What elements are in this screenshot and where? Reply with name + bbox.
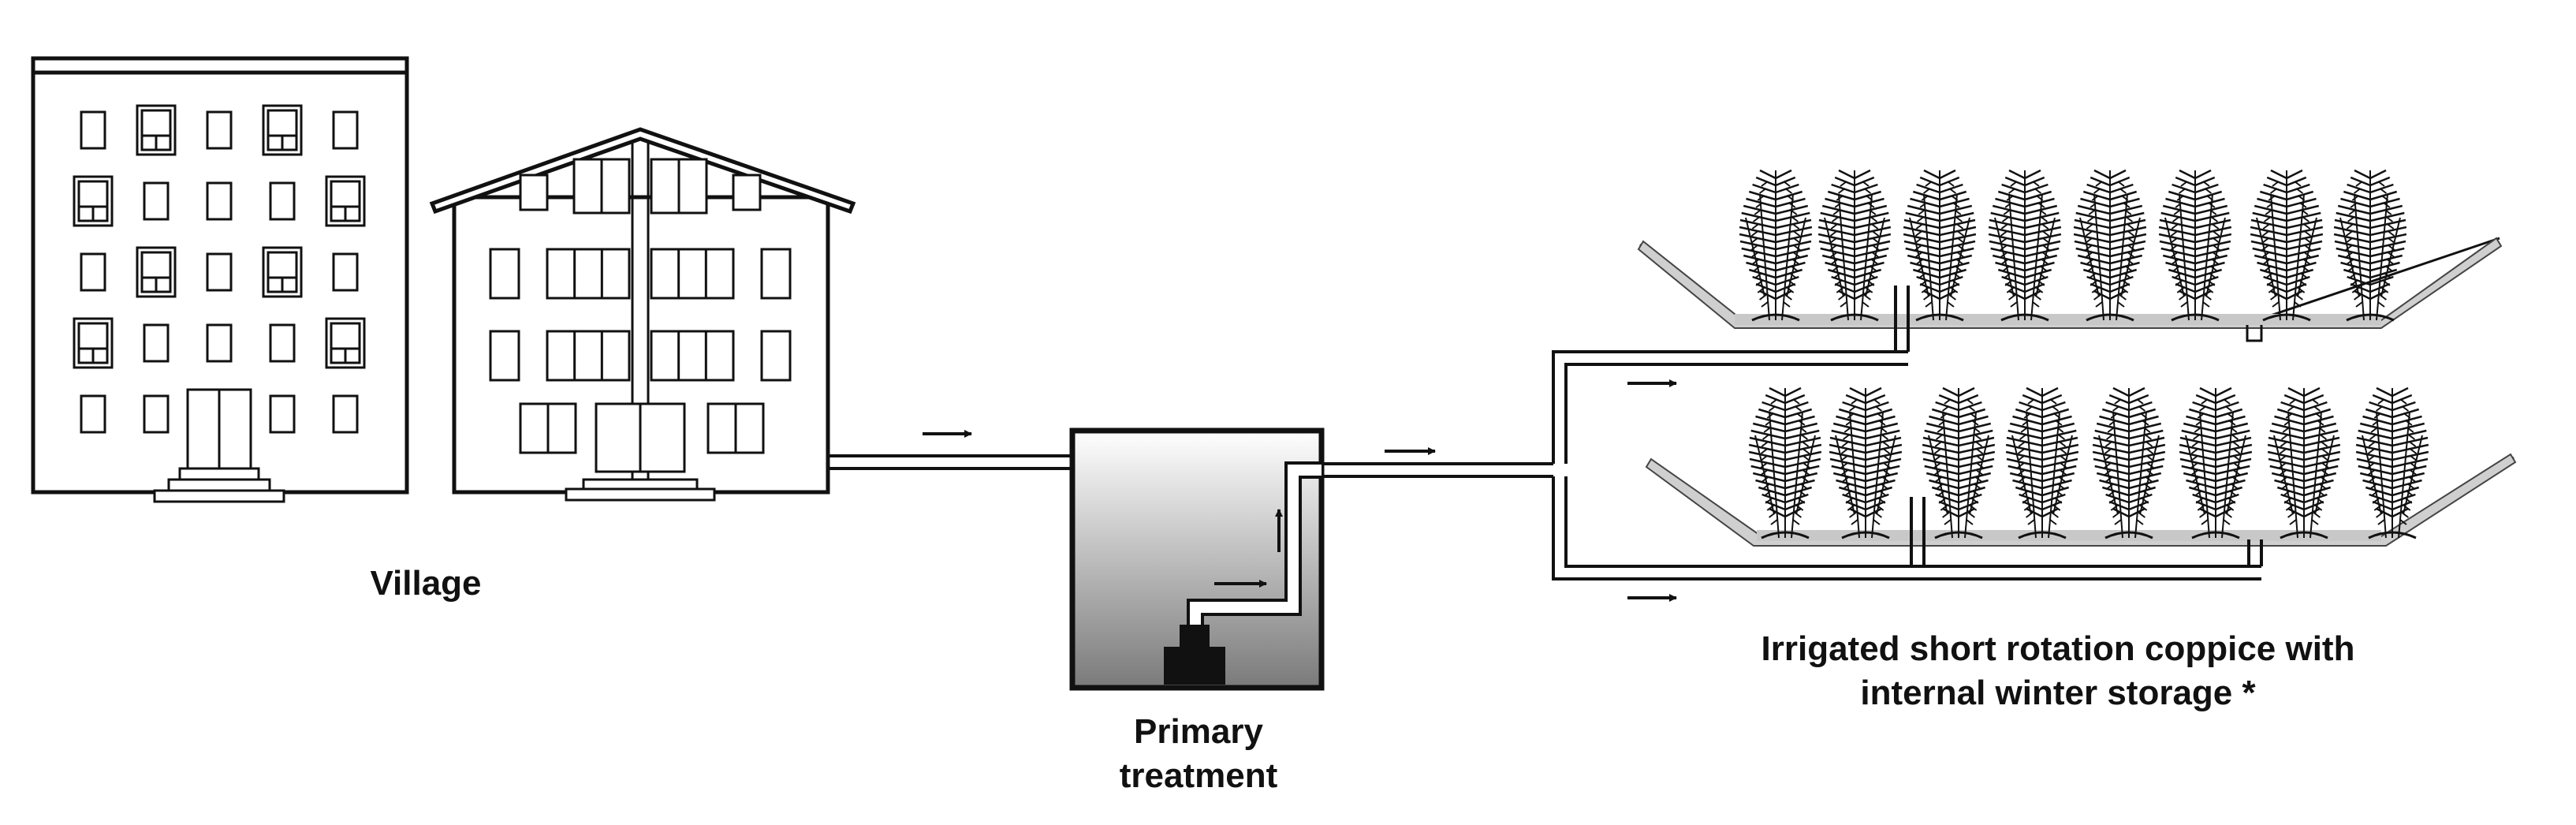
willow-tree-icon: [2005, 386, 2079, 539]
window: [760, 248, 792, 300]
window: [269, 181, 296, 221]
village-label-text: Village: [370, 564, 482, 603]
window: [143, 394, 170, 434]
distribution-pipes: [1552, 350, 2261, 580]
window: [80, 394, 106, 434]
lower-coppice-bed: [1645, 386, 2517, 566]
window: [650, 248, 735, 300]
willow-tree-icon: [1988, 169, 2062, 322]
window: [650, 330, 735, 382]
window: [262, 104, 303, 156]
window: [650, 158, 708, 215]
willow-tree-icon: [2179, 386, 2253, 539]
window: [136, 246, 177, 298]
willow-tree-icon: [1903, 169, 1977, 322]
window: [206, 110, 233, 150]
window: [489, 248, 520, 300]
window: [519, 174, 549, 211]
willow-tree-icon: [1922, 386, 1996, 539]
coppice-label-line1: Irrigated short rotation coppice with: [1761, 629, 2355, 668]
willow-tree-icon: [2092, 386, 2166, 539]
window: [269, 323, 296, 363]
willow-tree-icon: [1829, 386, 1903, 539]
inflow-pipe: [828, 454, 1072, 470]
window: [325, 317, 366, 369]
window: [706, 402, 765, 454]
window: [332, 110, 359, 150]
window: [332, 252, 359, 292]
window: [269, 394, 296, 434]
window: [546, 248, 631, 300]
coppice-label: Irrigated short rotation coppice with in…: [1640, 627, 2476, 715]
window: [572, 158, 631, 215]
primary-treatment-label: Primary treatment: [1057, 710, 1340, 798]
window: [519, 402, 577, 454]
willow-tree-icon: [1739, 169, 1813, 322]
willow-tree-icon: [1748, 386, 1822, 539]
window: [732, 174, 762, 211]
willow-tree-icon: [2267, 386, 2341, 539]
coppice-label-line2: internal winter storage *: [1860, 674, 2256, 712]
upper-coppice-bed: [1637, 169, 2503, 352]
window: [80, 110, 106, 150]
window: [760, 330, 792, 382]
willow-tree-icon: [2250, 169, 2324, 322]
willow-tree-icon: [2333, 169, 2407, 322]
apartment-building: [31, 56, 409, 503]
window: [206, 323, 233, 363]
primary-treatment-tank: [1069, 427, 1325, 691]
gabled-house: [429, 127, 856, 502]
primary-treatment-label-line1: Primary: [1134, 712, 1263, 751]
window: [206, 181, 233, 221]
window: [143, 181, 170, 221]
village-label: Village: [331, 562, 520, 606]
window: [206, 252, 233, 292]
window: [73, 175, 114, 227]
window: [73, 317, 114, 369]
willow-tree-icon: [1817, 169, 1892, 322]
window: [546, 330, 631, 382]
window: [136, 104, 177, 156]
window: [143, 323, 170, 363]
primary-treatment-label-line2: treatment: [1119, 756, 1278, 795]
window: [489, 330, 520, 382]
outflow-pipe: [1322, 462, 1553, 478]
window: [332, 394, 359, 434]
window: [262, 246, 303, 298]
willow-tree-icon: [2073, 169, 2147, 322]
willow-tree-icon: [2158, 169, 2232, 322]
window: [325, 175, 366, 227]
willow-tree-icon: [2355, 386, 2429, 539]
window: [80, 252, 106, 292]
